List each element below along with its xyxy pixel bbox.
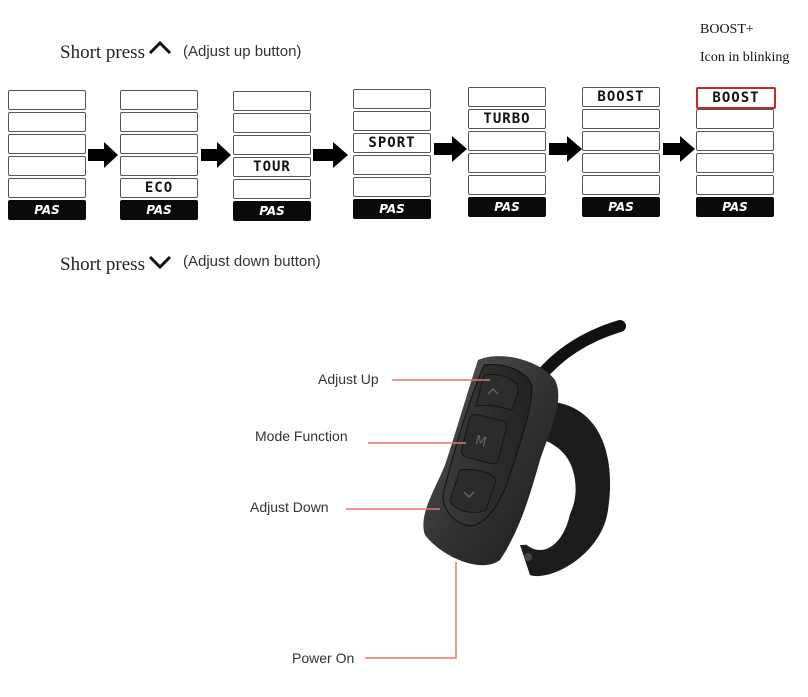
level-segment	[233, 113, 311, 133]
pas-badge: PAS	[233, 201, 311, 221]
level-segment	[120, 134, 198, 154]
level-segment	[468, 87, 546, 107]
level-segment	[582, 153, 660, 173]
mode-label: TOUR	[253, 159, 291, 175]
pas-badge: PAS	[120, 200, 198, 220]
level-segment	[468, 175, 546, 195]
level-segment	[120, 156, 198, 176]
mode-label: SPORT	[368, 135, 416, 151]
level-segment	[8, 134, 86, 154]
arrow-icon	[663, 136, 695, 162]
pas-column: BOOST PAS	[582, 87, 660, 222]
level-segment	[233, 91, 311, 111]
pas-column: BOOST PAS	[696, 87, 776, 222]
adjust-up-label: Adjust Up	[318, 371, 379, 387]
pas-badge: PAS	[8, 200, 86, 220]
short-press-down-label: Short press	[60, 254, 145, 275]
blinking-note: Icon in blinking	[700, 50, 790, 65]
level-segment	[233, 179, 311, 199]
arrow-icon	[549, 136, 582, 162]
short-press-up-label: Short press	[60, 42, 145, 63]
svg-text:M: M	[474, 433, 489, 450]
level-segment	[120, 112, 198, 132]
level-segment	[468, 153, 546, 173]
pas-badge: PAS	[353, 199, 431, 219]
chevron-down-icon	[148, 255, 172, 270]
pas-column: TURBO PAS	[468, 87, 546, 222]
adjust-down-note: (Adjust down button)	[183, 253, 321, 270]
level-segment	[120, 90, 198, 110]
arrow-icon	[88, 142, 118, 168]
level-segment: BOOST	[696, 87, 776, 109]
level-segment: TURBO	[468, 109, 546, 129]
mode-label: BOOST	[597, 89, 645, 105]
level-segment: ECO	[120, 178, 198, 198]
level-segment: TOUR	[233, 157, 311, 177]
pas-badge: PAS	[468, 197, 546, 217]
boost-plus-label: BOOST+	[700, 22, 754, 37]
mode-label: BOOST	[712, 90, 760, 106]
level-segment	[468, 131, 546, 151]
level-segment	[353, 177, 431, 197]
mode-label: TURBO	[483, 111, 531, 127]
level-segment	[582, 109, 660, 129]
power-on-label: Power On	[292, 650, 355, 666]
level-segment: BOOST	[582, 87, 660, 107]
level-segment	[233, 135, 311, 155]
leader-lines	[346, 379, 490, 659]
pas-column: ECO PAS	[120, 90, 198, 225]
pas-badge: PAS	[582, 197, 660, 217]
level-segment	[353, 155, 431, 175]
arrow-icon	[201, 142, 231, 168]
sequence-arrows	[88, 136, 695, 168]
level-segment	[696, 109, 774, 129]
level-segment	[696, 153, 774, 173]
level-segment	[8, 178, 86, 198]
level-segment	[696, 131, 774, 151]
arrow-icon	[313, 142, 348, 168]
pas-badge: PAS	[696, 197, 774, 217]
pas-column: SPORT PAS	[353, 89, 431, 224]
arrow-icon	[434, 136, 467, 162]
mode-label: ECO	[144, 180, 174, 196]
level-segment	[353, 89, 431, 109]
controller-illustration: M	[423, 320, 626, 577]
level-segment	[582, 175, 660, 195]
mode-function-label: Mode Function	[255, 428, 348, 444]
adjust-down-label: Adjust Down	[250, 499, 329, 515]
level-segment	[8, 156, 86, 176]
chevron-up-icon	[148, 40, 172, 55]
level-segment: SPORT	[353, 133, 431, 153]
level-segment	[696, 175, 774, 195]
level-segment	[353, 111, 431, 131]
adjust-up-note: (Adjust up button)	[183, 43, 302, 60]
level-segment	[8, 90, 86, 110]
pas-column: PAS	[8, 90, 86, 225]
pas-column: TOUR PAS	[233, 91, 311, 226]
level-segment	[582, 131, 660, 151]
level-segment	[8, 112, 86, 132]
